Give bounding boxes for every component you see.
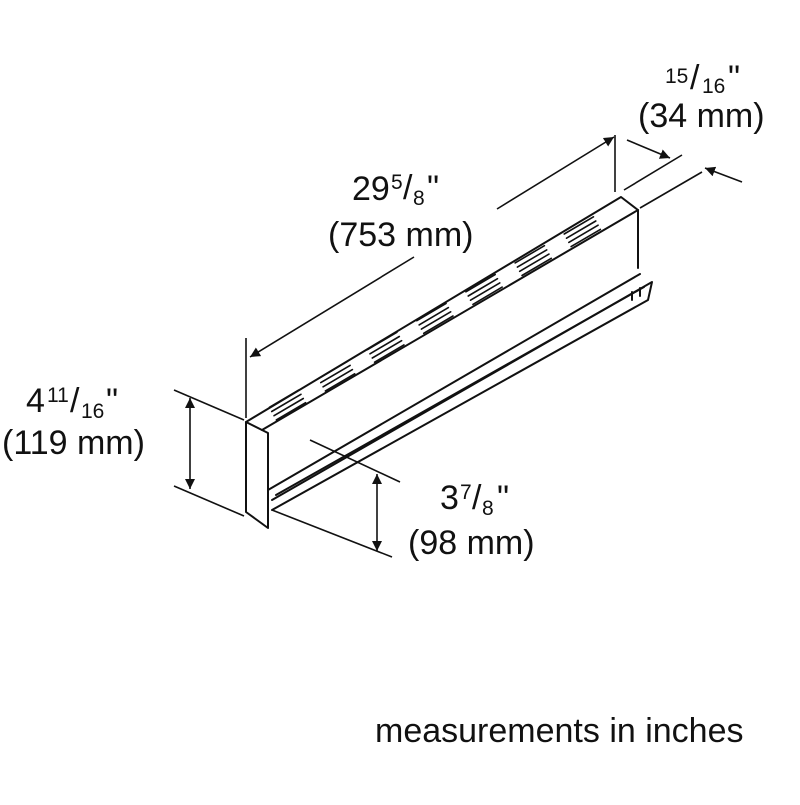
height-denominator: 16 (81, 400, 104, 423)
vent-slot (319, 364, 351, 384)
inner-height-label: 3 7 / 8 " (98 mm) (408, 479, 535, 562)
vent-slot (420, 310, 452, 330)
vent-slot (469, 282, 501, 302)
vent-slot (317, 360, 349, 380)
vent-slot (472, 286, 504, 306)
width-denominator: 8 (413, 187, 425, 210)
inner-height-denominator: 8 (482, 497, 494, 520)
inner-height-unit: " (497, 479, 509, 517)
inner-height-metric: (98 mm) (408, 524, 535, 562)
vent-slot (521, 257, 553, 277)
left-end-cap (245, 421, 269, 529)
vent-slot (467, 277, 499, 297)
vent-slot (373, 344, 405, 364)
vent-slot (516, 249, 548, 268)
width-whole: 29 (352, 170, 390, 208)
vent-slot (273, 397, 305, 417)
lower-lip (271, 281, 653, 511)
vent-slot (324, 372, 356, 392)
vent-slot (366, 331, 398, 351)
height-numerator: 11 (47, 384, 69, 407)
vent-slot (518, 253, 550, 273)
depth-unit: " (728, 59, 740, 97)
svg-text:/: / (690, 59, 700, 97)
height-metric: (119 mm) (2, 424, 145, 462)
vent-slot (418, 306, 450, 326)
depth-label: 15 / 16 " (34 mm) (638, 59, 765, 135)
vent-slot (371, 339, 403, 359)
vent-slot (270, 393, 302, 413)
vent-slot (514, 244, 546, 264)
vent-slot (369, 335, 401, 355)
vent-slot (570, 228, 602, 248)
svg-text:/: / (70, 382, 80, 420)
vent-slot (268, 389, 300, 409)
vent-slot (565, 220, 597, 239)
front-skirt (267, 273, 641, 491)
height-unit: " (106, 382, 118, 420)
dimension-lines (173, 135, 743, 558)
depth-numerator: 15 (665, 65, 688, 88)
vent-slot (567, 224, 599, 244)
depth-arrow-right (704, 166, 743, 183)
svg-text:/: / (472, 479, 482, 517)
depth-arrow-left (626, 139, 671, 159)
width-unit: " (427, 169, 439, 207)
width-metric: (753 mm) (328, 216, 473, 254)
vent-slots (268, 216, 602, 421)
vent-slot (563, 216, 595, 235)
vent-slot (465, 273, 497, 293)
depth-denominator: 16 (702, 75, 725, 98)
width-numerator: 5 (391, 171, 403, 194)
depth-metric: (34 mm) (638, 97, 765, 135)
width-label: 29 5 / 8 " (753 mm) (328, 169, 473, 254)
height-whole: 4 (26, 382, 45, 420)
inner-height-whole: 3 (440, 479, 459, 517)
backsplash-part (245, 196, 653, 529)
vent-slot (415, 302, 447, 322)
channel-line (275, 286, 645, 496)
vent-slot (322, 368, 354, 388)
vent-slot (275, 401, 307, 421)
height-label: 4 11 / 16 " (119 mm) (2, 382, 145, 462)
inner-height-numerator: 7 (460, 481, 472, 504)
caption: measurements in inches (375, 712, 744, 750)
vent-slot (422, 315, 454, 335)
svg-text:/: / (403, 169, 413, 207)
